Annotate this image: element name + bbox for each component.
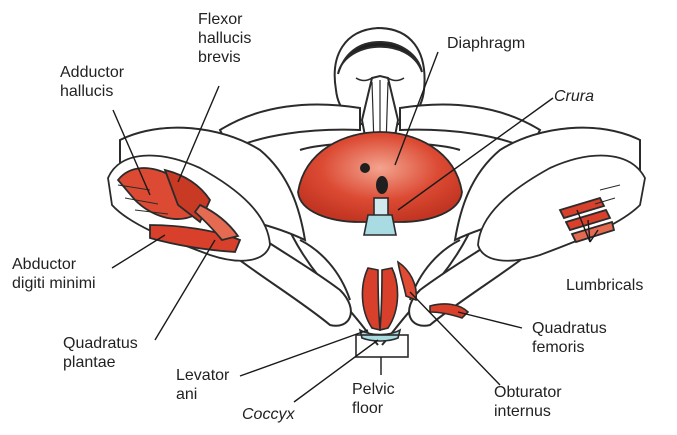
label-adductor-hallucis: Adductor hallucis <box>60 63 124 101</box>
label-quadratus-femoris: Quadratus femoris <box>532 319 607 357</box>
label-quadratus-plantae: Quadratus plantae <box>63 334 138 372</box>
label-levator-ani: Levator ani <box>176 366 229 404</box>
label-crura: Crura <box>554 87 594 106</box>
diaphragm-opening <box>376 176 388 194</box>
diaphragm-opening <box>360 163 370 173</box>
label-diaphragm: Diaphragm <box>447 34 525 53</box>
label-pelvic-floor: Pelvic floor <box>352 380 395 418</box>
label-flexor-hallucis-brevis: Flexor hallucis brevis <box>198 10 251 67</box>
label-obturator-internus: Obturator internus <box>494 383 562 421</box>
label-lumbricals: Lumbricals <box>566 276 643 295</box>
label-coccyx: Coccyx <box>242 405 294 424</box>
label-abductor-digiti-minimi: Abductor digiti minimi <box>12 255 96 293</box>
